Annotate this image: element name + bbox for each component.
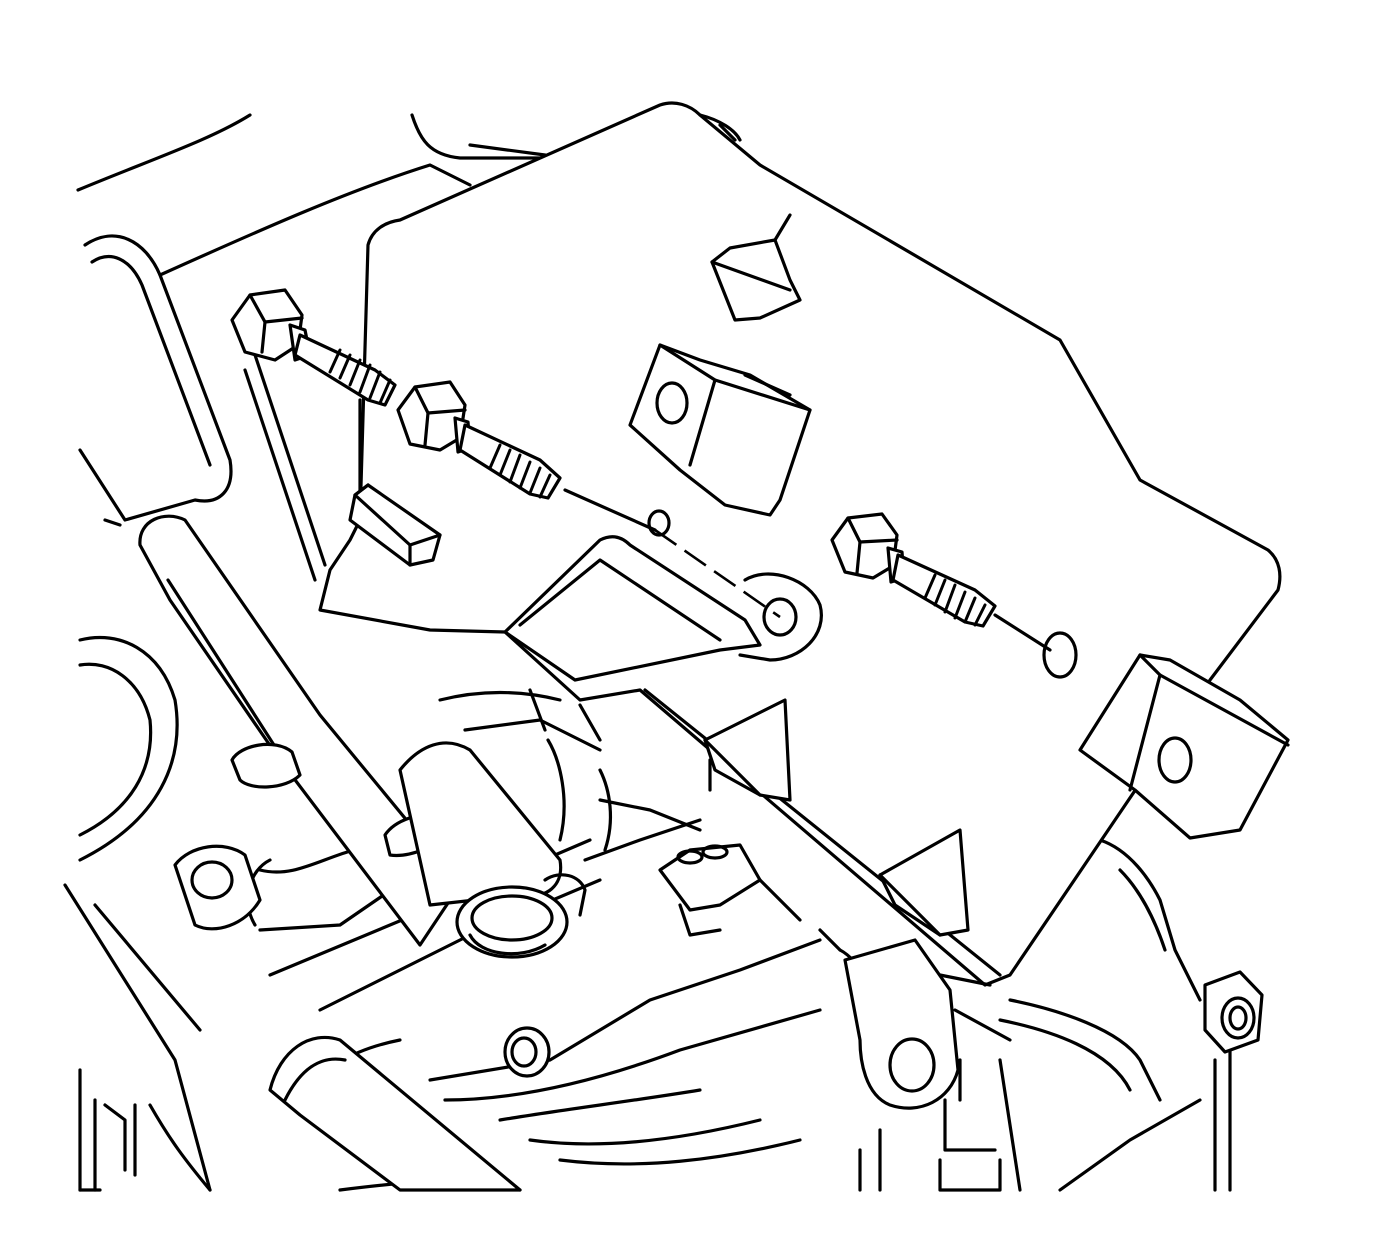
bolt-middle: [396, 380, 562, 500]
coolant-hose: [138, 514, 587, 1192]
bolt-right: [830, 512, 997, 628]
bracket-holes: [647, 509, 1078, 679]
center-housing-lines: [438, 688, 1012, 1042]
sensor-connector: [658, 843, 802, 937]
upper-isolator-mount: [628, 343, 812, 517]
lower-bolt-head: [503, 1026, 551, 1078]
right-isolator-mount: [1078, 653, 1290, 840]
lower-right-nut: [1203, 970, 1264, 1054]
lower-pivot-tab: [843, 938, 960, 1110]
bolt-upper-left: [230, 288, 397, 407]
bracket-ribs: [703, 213, 970, 937]
locating-block: [348, 483, 442, 567]
bolt-alignment-lines: [563, 488, 1052, 652]
